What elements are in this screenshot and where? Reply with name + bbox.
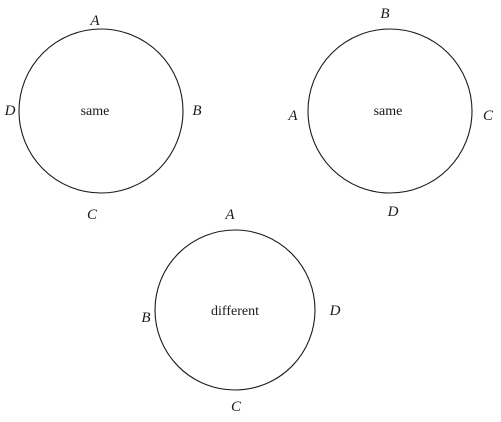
point-label-right-2: C [483, 108, 494, 124]
point-label-left-3: B [141, 310, 150, 326]
circle-diagram-1: A D B C same [4, 13, 202, 223]
center-label-2: same [374, 104, 403, 119]
circle-outline-3 [154, 229, 316, 391]
point-label-right-1: B [192, 103, 201, 119]
center-label-1: same [81, 104, 110, 119]
point-label-top-3: A [224, 207, 235, 223]
point-label-right-3: D [329, 303, 341, 319]
point-label-bottom-1: C [87, 207, 98, 223]
point-label-top-2: B [380, 6, 389, 22]
point-label-bottom-3: C [231, 399, 242, 415]
circle-outline-1 [18, 28, 184, 194]
point-label-bottom-2: D [387, 204, 399, 220]
circle-diagram-3: A B D C different [141, 207, 340, 415]
point-label-top-1: A [89, 13, 100, 29]
point-label-left-1: D [4, 103, 16, 119]
circle-outline-2 [307, 28, 473, 194]
point-label-left-2: A [287, 108, 298, 124]
center-label-3: different [211, 304, 259, 319]
circle-diagram-2: B A C D same [287, 6, 494, 220]
